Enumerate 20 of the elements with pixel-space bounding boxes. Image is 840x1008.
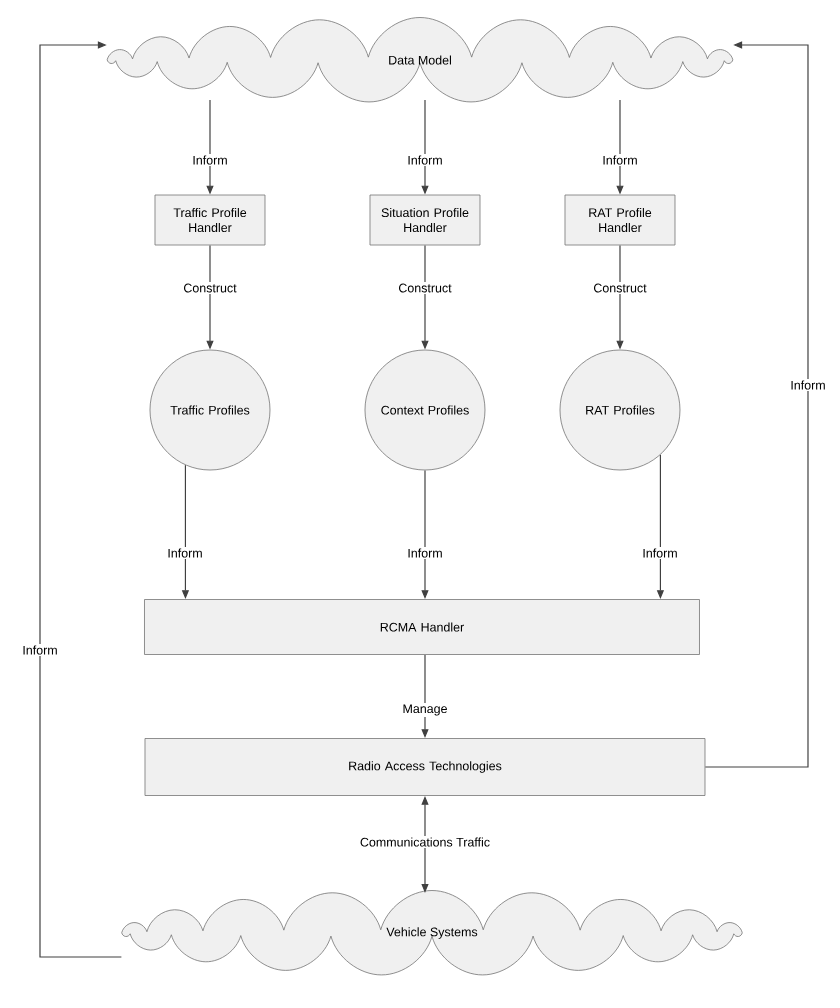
edge-label: Inform xyxy=(190,153,230,167)
process-box: Radio Access Technologies xyxy=(144,738,706,796)
edge-label: Communications Traffic xyxy=(358,835,492,849)
process-box: RAT Profile Handler xyxy=(564,194,676,246)
edge-label: Construct xyxy=(396,282,454,294)
edge-label: Inform xyxy=(600,153,640,167)
process-box: RCMA Handler xyxy=(144,599,700,655)
edge-label: Construct xyxy=(181,282,239,294)
edge-label: Inform xyxy=(640,546,680,560)
edge-label: Inform xyxy=(405,546,445,560)
edge-label: Inform xyxy=(788,378,828,392)
process-box: Traffic Profile Handler xyxy=(154,194,266,246)
edge-label: Inform xyxy=(405,153,445,167)
edge-label: Inform xyxy=(165,546,205,560)
edge-label: Construct xyxy=(591,282,649,294)
arrow xyxy=(704,41,809,768)
edge-label: Inform xyxy=(20,643,60,657)
edge-label: Manage xyxy=(401,702,449,718)
arrow xyxy=(39,41,122,958)
process-box: Situation Profile Handler xyxy=(369,194,481,246)
